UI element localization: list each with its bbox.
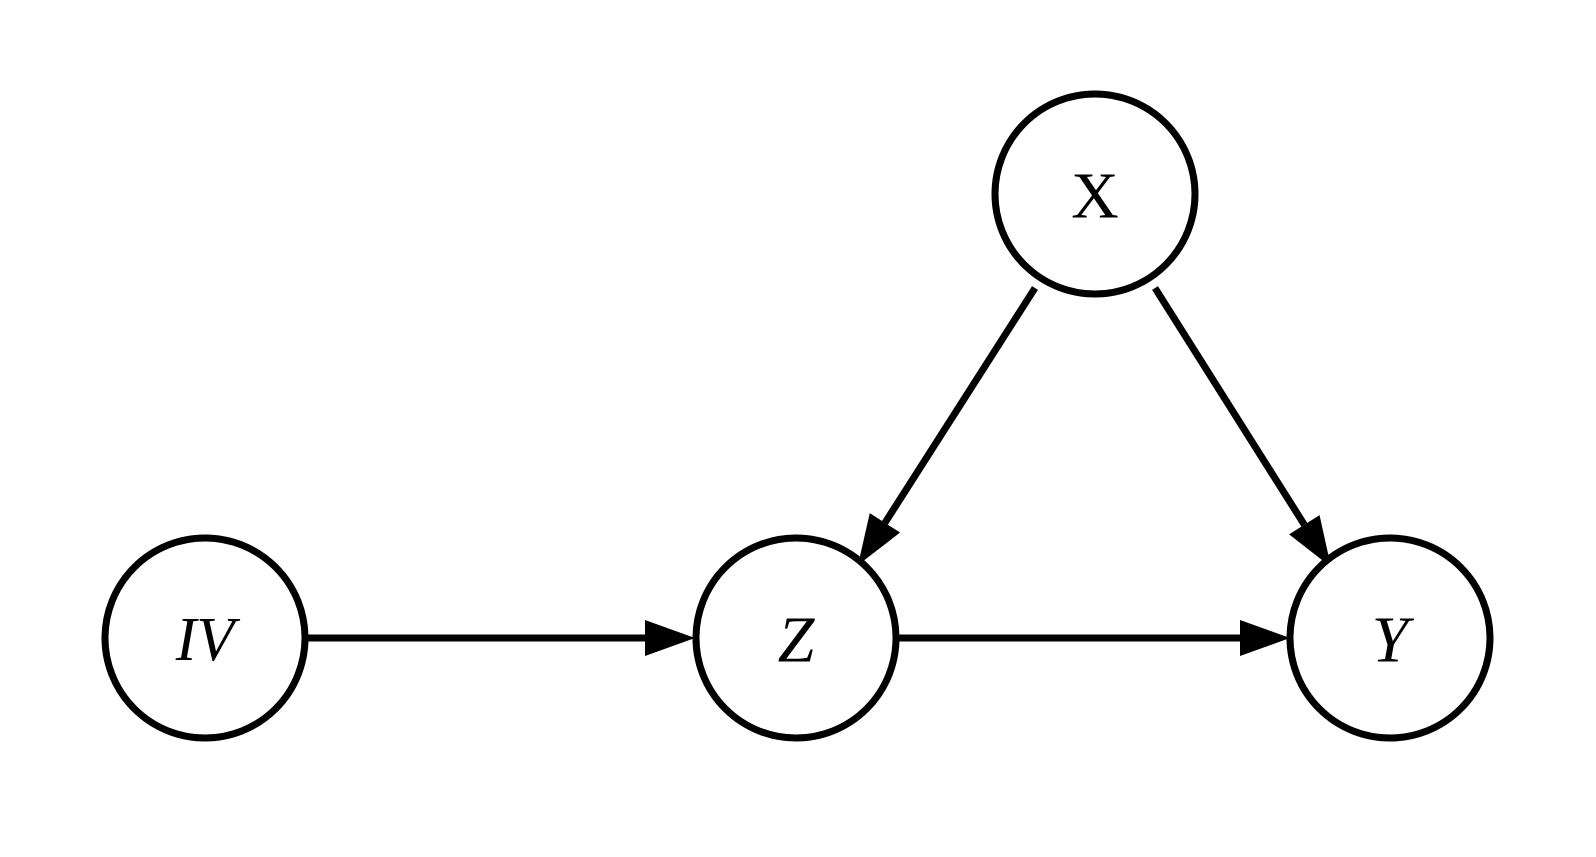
node-label-y: Y — [1372, 604, 1415, 677]
node-circle[interactable] — [692, 534, 900, 742]
node-label-x: X — [1071, 160, 1119, 233]
arrowhead-icon — [645, 620, 695, 656]
node-label-iv: IV — [175, 606, 241, 674]
node-iv[interactable]: IV — [101, 534, 309, 742]
node-x[interactable]: X — [991, 90, 1199, 298]
edge-line — [881, 286, 1038, 525]
edges-layer — [305, 286, 1331, 656]
edge-x-to-y — [1152, 286, 1331, 567]
node-z[interactable]: Z — [692, 534, 900, 742]
edge-z-to-y — [897, 620, 1290, 656]
edge-iv-to-z — [305, 620, 695, 656]
arrowhead-icon — [1240, 620, 1290, 656]
node-circle[interactable] — [991, 90, 1199, 298]
node-label-z: Z — [778, 604, 816, 677]
arrowhead-icon — [858, 513, 901, 565]
node-y[interactable]: Y — [1286, 534, 1494, 742]
nodes-layer: IV Z Y X — [101, 90, 1494, 742]
node-circle[interactable] — [101, 534, 309, 742]
arrowhead-icon — [1289, 515, 1331, 567]
node-circle[interactable] — [1286, 534, 1494, 742]
edge-x-to-z — [858, 286, 1038, 565]
edge-line — [1152, 286, 1308, 527]
